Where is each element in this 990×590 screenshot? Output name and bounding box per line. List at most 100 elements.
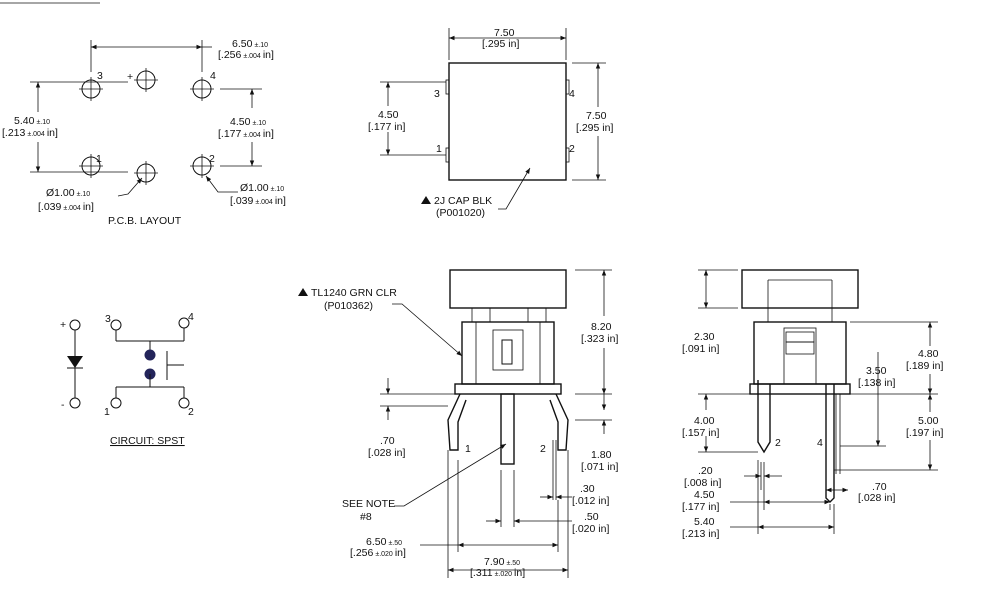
pcb-hole-dia-left-inch: [.039 [38,201,62,213]
top-pin2-stub [565,147,570,163]
side-lead-offset-value: 3.50 [866,365,887,377]
front-lead-1 [447,393,467,451]
top-pin3-stub [445,79,450,95]
led-window [501,339,513,365]
circuit-plus: + [60,319,66,331]
top-width-value: 7.50 [494,27,515,39]
pcb-width-inch: [.256 [218,49,242,61]
front-span-inner-inch: [.256 [350,547,374,559]
side-lead-len-value: 5.00 [918,415,939,427]
front-base [454,383,562,395]
top-height-value: 7.50 [586,110,607,122]
front-pin1-label: 1 [465,443,471,455]
top-width-inch: [.295 in] [482,38,519,50]
circuit-schematic: + - 3 4 1 2 CIRCUIT: SPST [60,311,194,447]
side-body [753,321,847,385]
top-pin3-label: 3 [434,88,440,100]
pcb-pin4-label: 4 [210,70,216,82]
side-lead-w-value: .70 [872,481,887,493]
top-pin-gap-value: 4.50 [378,109,399,121]
side-body-h-inch: [.189 in] [906,360,943,372]
pcb-hole-3 [79,77,103,101]
circuit-title: CIRCUIT: SPST [110,435,185,447]
svg-text:6.50±.10: 6.50±.10 [232,38,268,50]
circuit-pin3: 3 [105,313,111,325]
pcb-hole-1 [79,154,103,178]
cap-triangle-icon [421,196,431,204]
circuit-minus: - [61,399,65,411]
side-lead-h-value: 4.00 [694,415,715,427]
front-pin-w-value: .50 [584,511,599,523]
pcb-height-value: 5.40 [14,115,35,127]
side-pin2-label: 2 [775,437,781,449]
svg-text:Ø1.00±.10: Ø1.00±.10 [46,187,90,199]
top-pin1-label: 1 [436,143,442,155]
top-view: 7.50 [.295 in] 3 1 4 2 4.50 [.177 in] 7.… [368,27,613,219]
side-lead-pitch-value: 4.50 [694,489,715,501]
front-lead-2 [549,393,569,451]
pcb-pin1-label: 1 [96,153,102,165]
pcb-hole-2 [190,154,214,178]
svg-text:4.50±.10: 4.50±.10 [230,116,266,128]
front-height-inch: [.323 in] [581,333,618,345]
see-note-number: #8 [360,511,372,523]
see-note-label: SEE NOTE [342,498,395,510]
side-lead-2 [757,380,771,454]
front-span-outer-inch: [.311 [470,567,493,579]
switch-contact-top [144,349,156,361]
pcb-hole-dia-right-inch: [.039 [230,195,254,207]
cap-label: 2J CAP BLK [434,195,492,207]
front-span-inner-value: 6.50 [366,536,387,548]
side-lead-h-inch: [.157 in] [682,427,719,439]
front-height-value: 8.20 [591,321,612,333]
top-pin-gap-inch: [.177 in] [368,121,405,133]
led-part: (P010362) [324,300,373,312]
front-span-outer-value: 7.90 [484,556,505,568]
svg-text:5.40±.10: 5.40±.10 [14,115,50,127]
pcb-pitch-value: 4.50 [230,116,251,128]
top-pin4-label: 4 [569,88,575,100]
side-view: 2 4 2.30 [.091 in] 4.00 [.157 in] 4.80 [… [682,269,943,540]
side-lead-w-inch: [.028 in] [858,492,895,504]
side-base [749,383,851,395]
led-label: TL1240 GRN CLR [311,287,397,299]
side-lead-pitch-inch: [.177 in] [682,501,719,513]
front-pin2-label: 2 [540,443,546,455]
side-lead-4 [825,384,835,503]
pcb-layout-title: P.C.B. LAYOUT [108,215,182,227]
pcb-hole-led-minus [134,161,158,185]
front-pin-thk-inch: [.012 in] [572,495,609,507]
pcb-pin3-label: 3 [97,70,103,82]
pcb-height-inch: [.213 [2,127,26,139]
cap-part: (P001020) [436,207,485,219]
pcb-pin2-label: 2 [209,153,215,165]
front-pin-thk-value: .30 [580,483,595,495]
side-lead-offset-inch: [.138 in] [858,377,895,389]
pcb-pitch-inch: [.177 [218,128,242,140]
side-pin4-label: 4 [817,437,823,449]
led-diode-icon [67,356,83,368]
front-view: 1 2 TL1240 GRN CLR (P010362) 8.20 [.323 … [298,269,618,579]
top-pin4-stub [565,79,570,95]
pcb-plus-label: + [127,71,133,83]
pcb-hole-led-plus [134,68,158,92]
top-pin2-label: 2 [569,143,575,155]
svg-text:7.90±.50: 7.90±.50 [484,556,520,568]
side-cap [741,269,859,309]
circuit-pin2: 2 [188,406,194,418]
side-lead-thk-value: .20 [698,465,713,477]
top-view-cap [448,62,567,181]
svg-text:6.50±.50: 6.50±.50 [366,536,402,548]
front-pin-w-inch: [.020 in] [572,523,609,535]
side-lead-span-inch: [.213 in] [682,528,719,540]
side-cap-h-inch: [.091 in] [682,343,719,355]
front-standoff-value: .70 [380,435,395,447]
